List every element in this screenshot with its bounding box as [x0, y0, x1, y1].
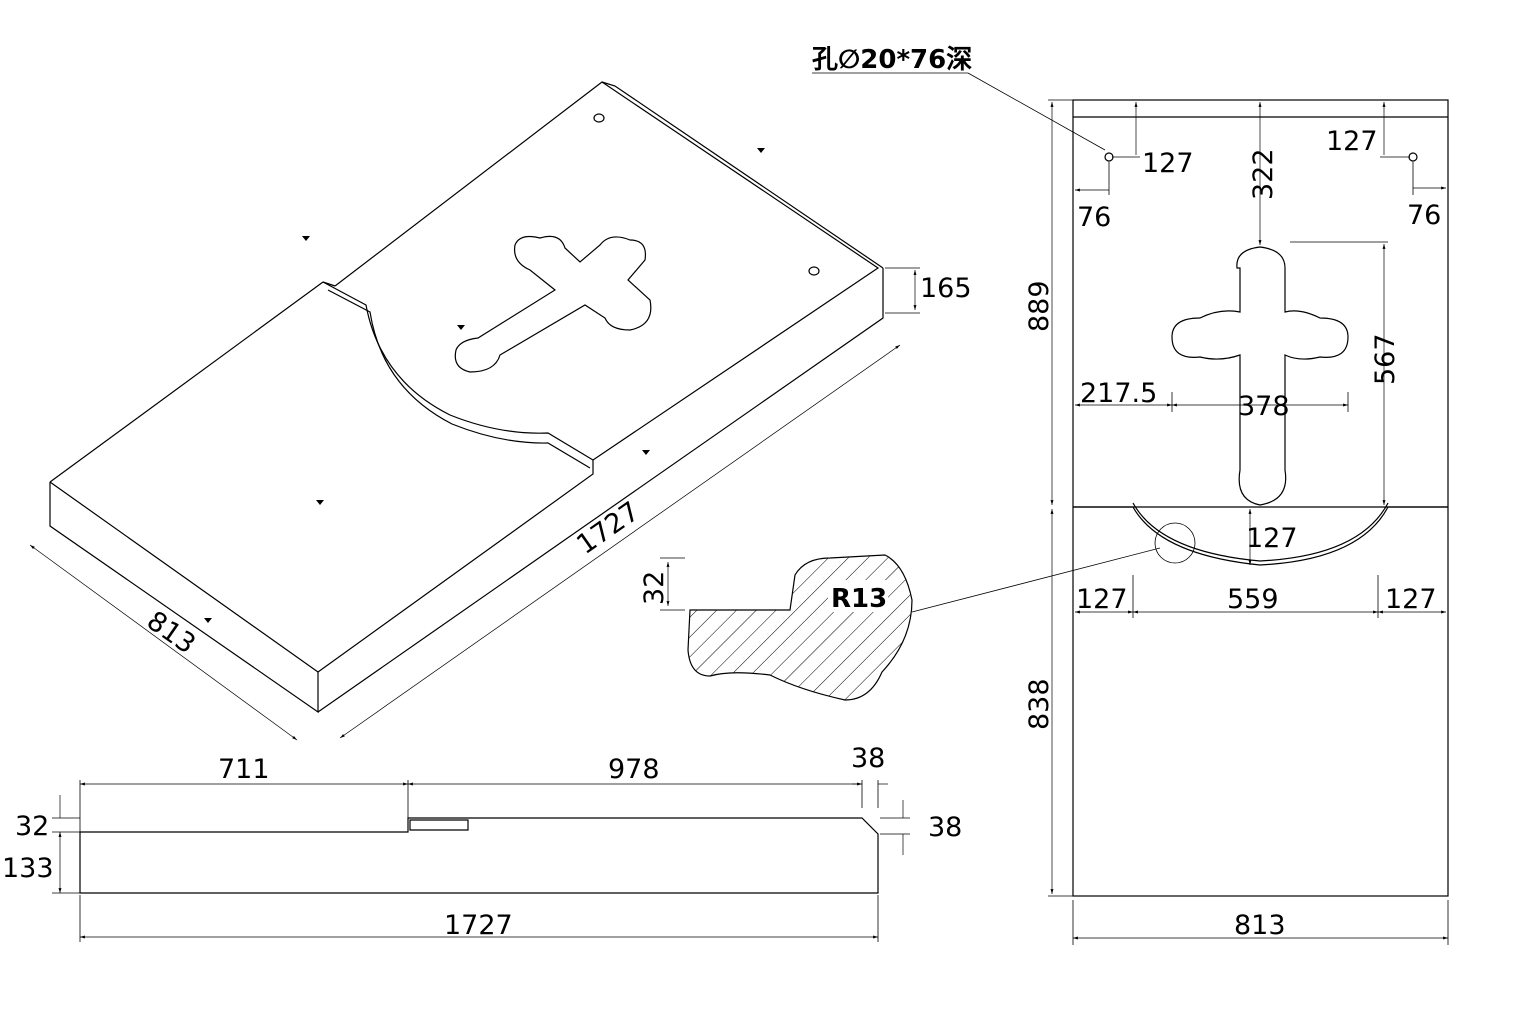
hole-note-leader: [967, 72, 1106, 151]
arc-left: 127: [1076, 584, 1128, 615]
side-total-length: 1727: [444, 910, 513, 941]
hatched-section: [687, 554, 913, 701]
hole-right-y: 127: [1326, 126, 1378, 157]
side-step: [409, 819, 469, 831]
hole-left-x: 76: [1077, 202, 1111, 233]
cross-top-offset: 322: [1248, 148, 1279, 200]
plan-hole-left-icon: [1104, 152, 1114, 162]
iso-width-label: 813: [141, 605, 201, 660]
plan-hole-right-icon: [1408, 152, 1418, 162]
hole-right-icon: [808, 266, 820, 276]
arch-step-inner: [327, 289, 591, 469]
plan-outline: [1072, 99, 1449, 897]
edge-detail: R13 32: [639, 547, 1161, 701]
cross-height: 567: [1370, 333, 1401, 385]
iso-length-label: 1727: [571, 496, 645, 561]
upper-right-edge: [601, 81, 884, 269]
detail-callout-circle: [1154, 522, 1196, 564]
plan-upper-height: 889: [1024, 280, 1055, 332]
base-top-face: [49, 281, 594, 673]
hole-right-x: 76: [1407, 200, 1441, 231]
side-chamfer-width: 38: [851, 743, 885, 774]
side-top-thickness: 32: [15, 811, 49, 842]
plan-total-width: 813: [1234, 910, 1286, 941]
hole-left-y: 127: [1142, 148, 1194, 179]
hole-note: 孔∅20*76深: [812, 45, 972, 75]
base-front-face: [49, 482, 319, 714]
cross-left-offset: 217.5: [1080, 378, 1157, 409]
side-base: [79, 817, 879, 894]
cross-icon: [454, 235, 652, 373]
detail-leader: [911, 547, 1161, 613]
plan-cross-icon: [1171, 246, 1349, 506]
cross-width: 378: [1238, 391, 1290, 422]
iso-thickness-label: 165: [920, 273, 972, 304]
side-base-thickness: 133: [2, 853, 54, 884]
arc-width: 559: [1227, 584, 1279, 615]
plan-view: 孔∅20*76深 889 838 127 127 76 76 322 567 2…: [812, 45, 1449, 945]
hole-left-icon: [593, 113, 605, 123]
arc-right: 127: [1385, 584, 1437, 615]
side-view: 711 978 38 38 32 133 1727: [2, 743, 962, 942]
radius-label: R13: [831, 584, 887, 614]
side-upper-length: 978: [608, 754, 660, 785]
plan-lower-height: 838: [1024, 678, 1055, 730]
step-height-label: 32: [639, 571, 670, 605]
upper-top-face: [334, 81, 880, 461]
plan-arch: [1073, 506, 1448, 566]
side-chamfer-height: 38: [928, 812, 962, 843]
side-lower-length: 711: [218, 754, 270, 785]
arc-depth: 127: [1246, 523, 1298, 554]
